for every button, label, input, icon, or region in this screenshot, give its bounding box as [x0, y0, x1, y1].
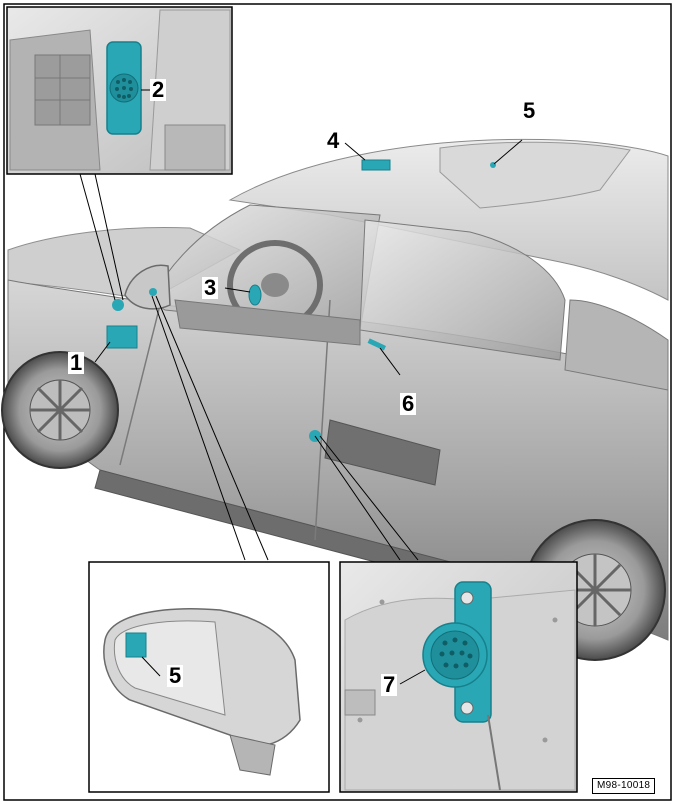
callout-5-roof: 5: [521, 98, 538, 123]
sunroof: [439, 141, 631, 209]
component-2-location: [112, 299, 124, 311]
component-4: [361, 159, 391, 171]
callout-6: 6: [400, 391, 417, 416]
component-6: [367, 338, 387, 351]
side-window-front: [359, 219, 566, 361]
callout-3: 3: [202, 275, 219, 300]
side-mirror: [124, 264, 171, 310]
dashboard: [174, 299, 361, 346]
inset-connector-lines: [79, 173, 419, 561]
sensor-icon: [125, 632, 147, 658]
component-5-mirror-location: [149, 288, 157, 296]
callout-4: 4: [325, 128, 342, 153]
component-1: [106, 325, 138, 349]
vehicle-components: [106, 159, 496, 442]
vehicle-illustration: [1, 138, 669, 661]
callout-leaders: [94, 139, 523, 376]
side-window-rear: [564, 299, 669, 391]
callout-5-mirror: 5: [167, 663, 184, 688]
inset-component-7: [339, 561, 578, 793]
callout-7: 7: [381, 672, 398, 697]
inset-mirror: [88, 561, 330, 793]
component-3: [248, 284, 262, 306]
callout-2: 2: [150, 77, 167, 102]
figure-reference: M98-10018: [592, 778, 656, 794]
callout-1: 1: [68, 350, 85, 375]
seat: [324, 419, 441, 486]
inset-component-2: [6, 6, 233, 175]
